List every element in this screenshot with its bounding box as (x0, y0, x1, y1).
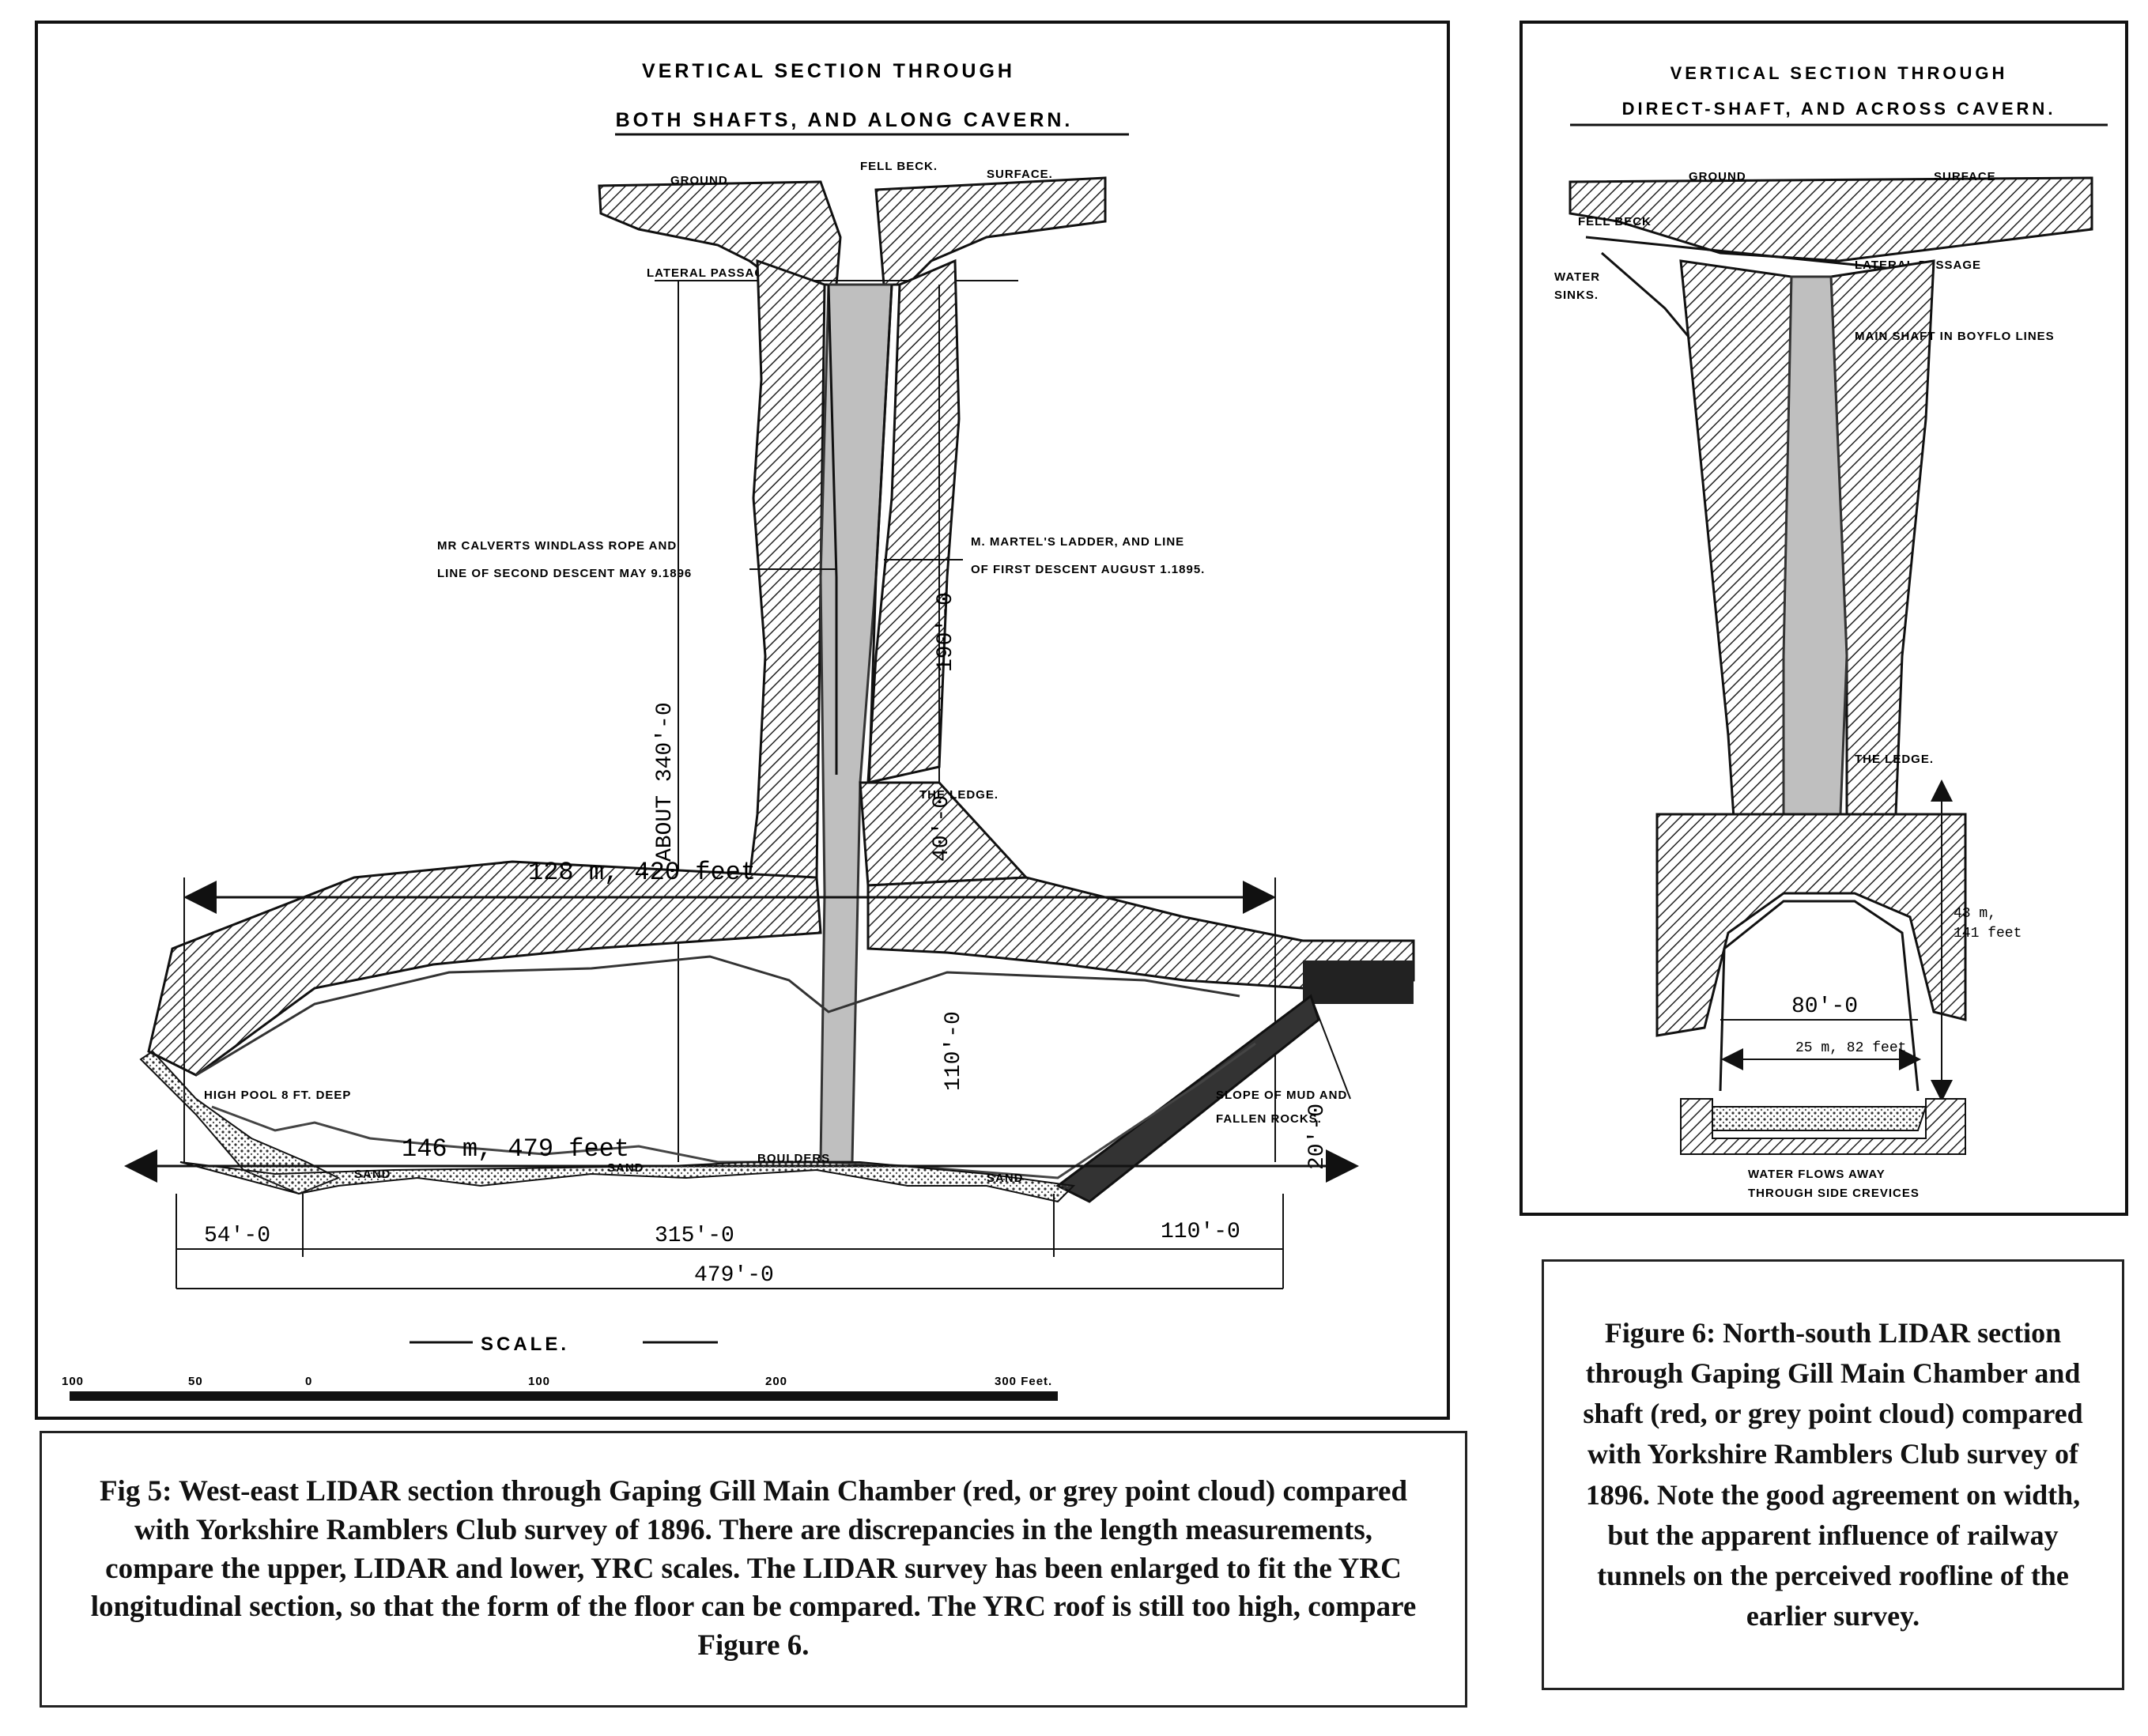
fig6-lateral-line (1585, 236, 1895, 270)
fig5-label-ground: GROUND (670, 174, 728, 187)
fig5-ground-rock-right (874, 176, 1107, 286)
fig5-label-martel-2: OF FIRST DESCENT AUGUST 1.1895. (971, 563, 1205, 576)
fig6-frame: VERTICAL SECTION THROUGH DIRECT-SHAFT, A… (1519, 21, 2128, 1216)
fig6-label-80: 80'-0 (1791, 994, 1858, 1019)
fig5-cavern-floor (179, 1161, 1076, 1203)
fig5-label-about-340: ABOUT 340'-0 (653, 702, 678, 862)
fig5-label-surface: SURFACE. (987, 168, 1053, 181)
fig5-label-lateral-passage: LATERAL PASSAGE (647, 266, 773, 280)
fig5-title-line1: VERTICAL SECTION THROUGH (642, 60, 1015, 82)
fig5-scale-t5: 300 Feet. (995, 1375, 1052, 1388)
fig5-label-sand-3: SAND (987, 1172, 1024, 1185)
fig5-caption-box: Fig 5: West-east LIDAR section through G… (40, 1431, 1467, 1708)
fig5-frame: VERTICAL SECTION THROUGH BOTH SHAFTS, AN… (35, 21, 1450, 1420)
fig6-floor (1712, 1106, 1927, 1131)
fig6-shaft-wall-left (1679, 259, 1793, 855)
fig5-dim-54: 54'-0 (204, 1224, 270, 1248)
fig5-martel-line (866, 284, 893, 815)
fig5-label-lidar-lower: 146 m, 479 feet (402, 1134, 629, 1164)
fig5-label-high-pool: HIGH POOL 8 FT. DEEP (204, 1089, 351, 1102)
fig5-lidar-roof (195, 955, 1240, 1077)
fig5-label-20: 20'-0 (1305, 1104, 1330, 1170)
fig5-label-fell-beck: FELL BECK. (860, 160, 938, 173)
fig5-label-sand-2: SAND (607, 1161, 644, 1175)
fig5-calvert-line (827, 284, 838, 775)
fig5-label-40: 40'-0 (930, 795, 954, 862)
fig6-diagram: VERTICAL SECTION THROUGH DIRECT-SHAFT, A… (1554, 63, 2108, 1200)
fig5-label-ledge: THE LEDGE. (919, 788, 998, 802)
fig5-label-sand-1: SAND (354, 1168, 391, 1181)
fig5-slope-pointer (1310, 995, 1351, 1100)
fig5-label-lidar-upper: 128 m, 420 feet (528, 858, 756, 887)
fig5-scale-t4: 200 (765, 1375, 787, 1388)
fig5-label-calvert-2: LINE OF SECOND DESCENT MAY 9.1896 (437, 567, 692, 580)
fig6-label-water-1: WATER (1554, 270, 1600, 284)
fig6-caption-box: Figure 6: North-south LIDAR section thro… (1542, 1259, 2124, 1690)
fig5-label-190: 190'-0 (934, 592, 958, 672)
fig6-label-water-flows-2: THROUGH SIDE CREVICES (1748, 1187, 1920, 1200)
fig5-scale-t0: 100 (62, 1375, 84, 1388)
fig5-dim-110: 110'-0 (1161, 1220, 1240, 1244)
fig5-cavern-roof-left (147, 860, 822, 1077)
fig5-label-110: 110'-0 (942, 1011, 966, 1091)
fig6-title-line1: VERTICAL SECTION THROUGH (1670, 63, 2008, 83)
fig6-shaft-wall-right (1829, 259, 1935, 855)
fig5-caption: Fig 5: West-east LIDAR section through G… (90, 1474, 1417, 1662)
fig5-scale-t2: 0 (305, 1375, 312, 1388)
fig6-label-main-shaft: MAIN SHAFT IN BOYFLO LINES (1855, 330, 2055, 343)
fig6-label-25m: 25 m, 82 feet (1795, 1040, 1906, 1056)
fig5-label-slope-2: FALLEN ROCKS. (1216, 1112, 1322, 1126)
fig6-label-water-2: SINKS. (1554, 289, 1599, 302)
fig6-title-line2: DIRECT-SHAFT, AND ACROSS CAVERN. (1622, 99, 2056, 119)
fig5-scale-bar (70, 1391, 1058, 1401)
fig6-label-43m-2: 141 feet (1954, 926, 2022, 942)
fig6-label-ground: GROUND (1689, 170, 1746, 183)
fig5-scale-t1: 50 (188, 1375, 203, 1388)
fig6-base-rock (1680, 1098, 1966, 1155)
fig5-label-calvert-1: MR CALVERTS WINDLASS ROPE AND (437, 539, 677, 553)
fig5-label-martel-1: M. MARTEL'S LADDER, AND LINE (971, 535, 1184, 549)
fig6-label-ledge: THE LEDGE. (1855, 753, 1934, 766)
fig5-label-boulders: BOULDERS (757, 1152, 830, 1165)
fig6-cavern-outline (1719, 900, 1920, 1092)
fig5-passage-end (1303, 960, 1414, 1004)
fig5-label-slope-1: SLOPE OF MUD AND (1216, 1089, 1347, 1102)
fig6-label-surface: SURFACE (1934, 170, 1996, 183)
fig6-label-water-flows-1: WATER FLOWS AWAY (1748, 1168, 1886, 1181)
fig5-dim-315: 315'-0 (655, 1224, 734, 1248)
fig5-diagram: VERTICAL SECTION THROUGH BOTH SHAFTS, AN… (62, 60, 1415, 1401)
fig5-title-line2: BOTH SHAFTS, AND ALONG CAVERN. (616, 109, 1074, 131)
fig5-dim-479: 479'-0 (694, 1263, 774, 1288)
fig6-label-43m-1: 43 m, (1954, 906, 1996, 922)
fig6-caption: Figure 6: North-south LIDAR section thro… (1583, 1317, 2083, 1632)
fig6-label-fell-beck: FELL BECK (1578, 215, 1652, 228)
fig5-scale-title: SCALE. (481, 1334, 569, 1355)
fig5-scale-t3: 100 (528, 1375, 550, 1388)
